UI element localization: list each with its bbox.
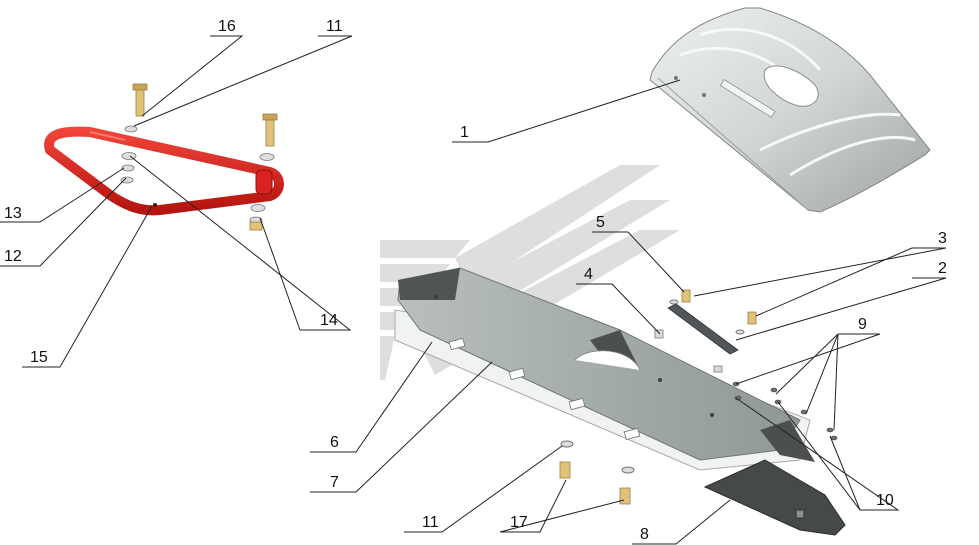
callout-11-top: 11 xyxy=(326,18,343,35)
bolt-16b xyxy=(262,113,278,147)
callout-17: 17 xyxy=(510,514,528,531)
callout-8: 8 xyxy=(640,526,649,543)
callout-labels: 16 11 13 12 14 15 1 5 4 3 2 9 6 7 10 11 … xyxy=(4,18,947,543)
callout-9: 9 xyxy=(858,316,867,333)
callout-2: 2 xyxy=(938,260,947,277)
callout-10: 10 xyxy=(876,492,894,509)
bottom-bolts xyxy=(559,440,635,505)
curved-cover-part xyxy=(649,7,931,213)
washers-right xyxy=(249,153,275,231)
red-bracket-part xyxy=(44,126,284,216)
dark-plate-part xyxy=(703,459,846,536)
strip-part xyxy=(667,303,739,355)
callout-3: 3 xyxy=(938,230,947,247)
callout-16: 16 xyxy=(218,18,236,35)
bolt-16 xyxy=(132,83,148,117)
callout-7: 7 xyxy=(330,474,339,491)
small-hardware xyxy=(654,289,757,373)
callout-11-bottom: 11 xyxy=(422,514,439,531)
callout-14: 14 xyxy=(320,312,338,329)
leader-lines xyxy=(0,35,947,545)
callout-1: 1 xyxy=(460,124,469,141)
callout-5: 5 xyxy=(596,214,605,231)
callout-15: 15 xyxy=(30,349,48,366)
long-shield-part xyxy=(394,267,815,471)
callout-4: 4 xyxy=(584,266,593,283)
callout-6: 6 xyxy=(330,434,339,451)
callout-12: 12 xyxy=(4,248,22,265)
callout-13: 13 xyxy=(4,205,22,222)
